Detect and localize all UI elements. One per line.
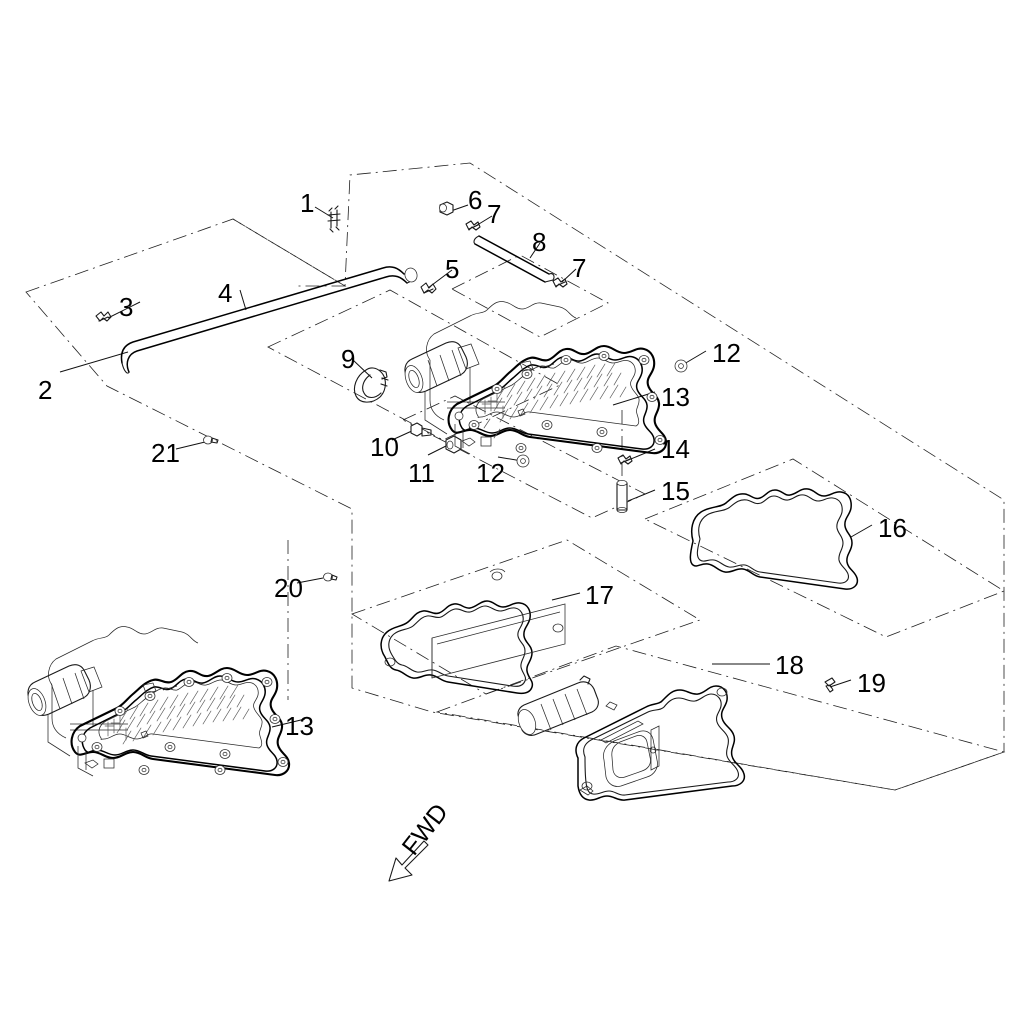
callout-15: 15 <box>661 476 690 506</box>
part-21-screw <box>203 435 219 445</box>
group-boundaries <box>25 162 1006 791</box>
callout-5: 5 <box>445 254 460 284</box>
part-10-bolt <box>410 422 432 437</box>
part-1-clip <box>327 205 341 233</box>
callout-19: 19 <box>857 668 886 698</box>
part-4-breather-hose <box>120 266 418 374</box>
part-18-lower-housing <box>517 675 746 801</box>
part-20-screw <box>323 572 338 582</box>
callout-13: 13 <box>661 382 690 412</box>
callout-18: 18 <box>775 650 804 680</box>
cover-mounting-bosses <box>454 351 666 445</box>
callout-14: 14 <box>661 434 690 464</box>
callout-7: 7 <box>487 199 502 229</box>
callout-2: 2 <box>38 375 53 405</box>
part-15-valve <box>616 480 628 513</box>
part-7-clamp-lower <box>552 277 568 288</box>
callout-3: 3 <box>119 292 134 322</box>
callout-8: 8 <box>532 227 547 257</box>
callout-10: 10 <box>370 432 399 462</box>
callout-12b: 12 <box>712 338 741 368</box>
part-12-washer-lower <box>516 454 530 468</box>
fwd-arrow-icon <box>388 840 429 882</box>
callout-16: 16 <box>878 513 907 543</box>
callout-4: 4 <box>218 278 233 308</box>
part-16-gasket-seal <box>689 488 859 590</box>
cover-mounting-bosses-lower <box>77 673 289 767</box>
callout-11: 11 <box>408 458 435 488</box>
part-8-vacuum-hose <box>473 235 555 283</box>
callout-7b: 7 <box>572 253 587 283</box>
callout-6: 6 <box>468 185 483 215</box>
part-5-hose-clamp <box>420 282 437 294</box>
callout-1: 1 <box>300 188 315 218</box>
part-12-washer-upper <box>674 359 688 373</box>
part-6-fitting <box>439 201 454 216</box>
part-13-airbox-assembly-upper <box>404 301 668 455</box>
callout-12: 12 <box>476 458 505 488</box>
lower-flange-hardware <box>461 436 603 453</box>
part-3-hose-clamp <box>95 311 112 322</box>
part-11-grommet <box>445 435 462 454</box>
part-14-clip <box>617 454 633 465</box>
part-19-screw <box>824 677 836 693</box>
lower-flange-hardware-2 <box>84 758 226 775</box>
part-17-air-filter-element <box>380 568 566 695</box>
part-13-airbox-assembly-lower <box>27 626 291 777</box>
part-9-hose-clamp-large <box>353 367 389 403</box>
callout-13b: 13 <box>285 711 314 741</box>
mesh-hatching <box>483 362 627 439</box>
part-7-clamp-upper <box>465 220 481 231</box>
callout-21: 21 <box>151 438 180 468</box>
callout-20: 20 <box>274 573 303 603</box>
callout-17: 17 <box>585 580 614 610</box>
callout-9: 9 <box>341 344 356 374</box>
leader-lines <box>59 204 873 728</box>
